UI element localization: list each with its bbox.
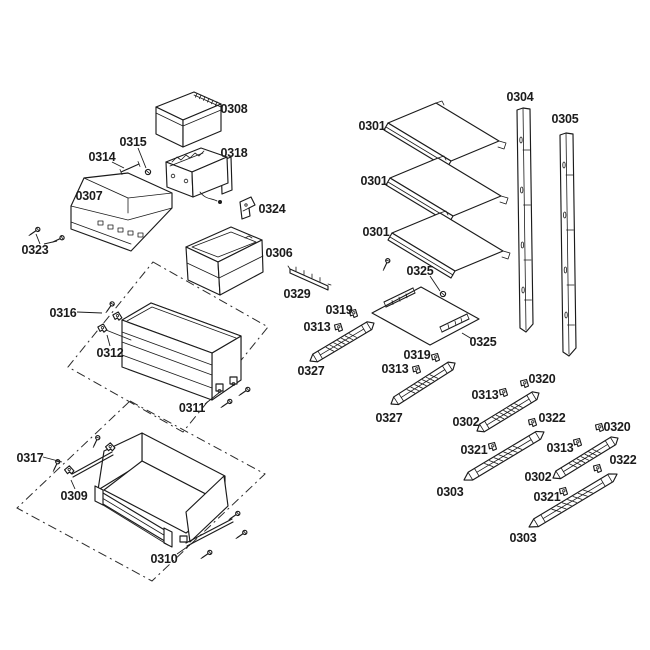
- part-0301-shelf-1: [384, 101, 506, 168]
- part-0329-rail: [288, 266, 331, 290]
- leader-lines: [35, 147, 473, 555]
- clip-0313-d: [572, 437, 583, 448]
- clips-0312: [96, 300, 131, 340]
- clip-0319-a: [348, 308, 359, 319]
- part-0318-icemaker: [166, 148, 232, 204]
- rail-0327-a: [307, 318, 377, 366]
- rail-0302-a: [474, 388, 542, 436]
- rail-0309: [48, 434, 117, 477]
- part-0310-basket: [95, 433, 228, 547]
- zone-0317-outline: [16, 400, 266, 582]
- rail-0303-b: [526, 469, 620, 532]
- part-0301-shelf-3: [388, 211, 510, 278]
- clip-0313-c: [498, 387, 509, 398]
- part-0306-bin: [186, 227, 263, 295]
- rail-0327-b: [388, 358, 458, 409]
- pin-0314: [120, 162, 140, 175]
- zone-0316-outline: [67, 261, 269, 433]
- screws-0323: [28, 226, 66, 245]
- clip-0321-a: [487, 441, 498, 452]
- rod-0310: [186, 510, 248, 560]
- part-shelf-with-slide-rails: [372, 257, 479, 345]
- clip-0322-b: [592, 463, 603, 474]
- clip-0320-a: [519, 378, 530, 389]
- screw-0315: [144, 168, 152, 176]
- screw-0325-b: [439, 290, 447, 298]
- screw-0325-a: [378, 257, 394, 271]
- clip-0313-b: [411, 364, 422, 375]
- clip-0319-b: [430, 352, 441, 363]
- part-0311-drawer: [122, 303, 241, 400]
- clip-0322-a: [527, 417, 538, 428]
- part-0308-ice-container: [156, 92, 221, 147]
- rail-0305: [560, 133, 576, 356]
- clip-0321-b: [558, 486, 569, 497]
- rail-0304: [517, 108, 533, 332]
- part-0324-bracket: [240, 197, 255, 219]
- clip-0320-b: [594, 422, 605, 433]
- rail-0303-a: [461, 427, 547, 485]
- part-0307-mounting-tray: [71, 173, 172, 251]
- clip-0313-a: [333, 322, 344, 333]
